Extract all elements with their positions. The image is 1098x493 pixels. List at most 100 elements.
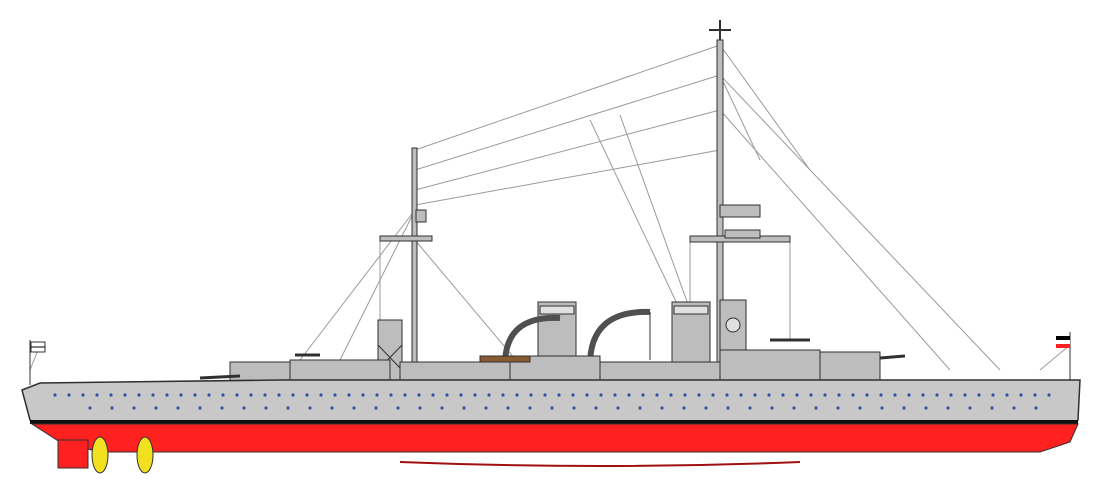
aft-funnel (671, 301, 711, 368)
porthole (462, 406, 466, 410)
foremast (379, 147, 433, 379)
bilge-keel (399, 461, 801, 467)
porthole (501, 393, 505, 397)
porthole (417, 393, 421, 397)
porthole (110, 406, 114, 410)
hull-lower (30, 423, 1079, 453)
porthole (361, 393, 365, 397)
porthole (440, 406, 444, 410)
porthole (198, 406, 202, 410)
porthole (528, 406, 532, 410)
porthole (1047, 393, 1051, 397)
porthole (683, 393, 687, 397)
porthole (235, 393, 239, 397)
porthole (1012, 406, 1016, 410)
porthole (963, 393, 967, 397)
porthole (599, 393, 603, 397)
porthole (1034, 406, 1038, 410)
porthole (865, 393, 869, 397)
porthole (725, 393, 729, 397)
stern-ensign-icon (29, 340, 46, 385)
bow-jack-icon (1056, 332, 1071, 380)
porthole (571, 393, 575, 397)
porthole (515, 393, 519, 397)
porthole (770, 406, 774, 410)
rudder (57, 439, 89, 469)
stern-gear (57, 436, 154, 474)
porthole (151, 393, 155, 397)
porthole (572, 406, 576, 410)
porthole (893, 393, 897, 397)
porthole (792, 406, 796, 410)
porthole (179, 393, 183, 397)
porthole (594, 406, 598, 410)
porthole (333, 393, 337, 397)
porthole (403, 393, 407, 397)
porthole (902, 406, 906, 410)
porthole (641, 393, 645, 397)
porthole (305, 393, 309, 397)
porthole (748, 406, 752, 410)
porthole (263, 393, 267, 397)
porthole (67, 393, 71, 397)
porthole (95, 393, 99, 397)
porthole (1019, 393, 1023, 397)
porthole (396, 406, 400, 410)
porthole (991, 393, 995, 397)
forward-funnel (537, 301, 577, 361)
porthole (418, 406, 422, 410)
porthole (165, 393, 169, 397)
porthole (123, 393, 127, 397)
porthole (1005, 393, 1009, 397)
propeller-icon (91, 436, 109, 474)
porthole (795, 393, 799, 397)
porthole (879, 393, 883, 397)
porthole (851, 393, 855, 397)
porthole (431, 393, 435, 397)
porthole (814, 406, 818, 410)
porthole (638, 406, 642, 410)
porthole (557, 393, 561, 397)
porthole (726, 406, 730, 410)
porthole (753, 393, 757, 397)
porthole (88, 406, 92, 410)
porthole (837, 393, 841, 397)
porthole (809, 393, 813, 397)
porthole (529, 393, 533, 397)
porthole (319, 393, 323, 397)
porthole (264, 406, 268, 410)
porthole (704, 406, 708, 410)
porthole (968, 406, 972, 410)
porthole (221, 393, 225, 397)
porthole (1033, 393, 1037, 397)
aft-crane (587, 308, 651, 366)
porthole (669, 393, 673, 397)
porthole (132, 406, 136, 410)
porthole (767, 393, 771, 397)
portholes (53, 393, 1051, 410)
porthole (389, 393, 393, 397)
porthole (946, 406, 950, 410)
porthole (445, 393, 449, 397)
porthole (949, 393, 953, 397)
porthole (352, 406, 356, 410)
porthole (374, 406, 378, 410)
porthole (977, 393, 981, 397)
porthole (880, 406, 884, 410)
mainmast (689, 20, 791, 376)
porthole (823, 393, 827, 397)
porthole (487, 393, 491, 397)
rigging (29, 44, 1071, 371)
porthole (655, 393, 659, 397)
porthole (109, 393, 113, 397)
porthole (613, 393, 617, 397)
porthole (616, 406, 620, 410)
boot-topping (30, 420, 1078, 424)
porthole (682, 406, 686, 410)
porthole (473, 393, 477, 397)
porthole (711, 393, 715, 397)
porthole (935, 393, 939, 397)
porthole (286, 406, 290, 410)
porthole (308, 406, 312, 410)
porthole (484, 406, 488, 410)
